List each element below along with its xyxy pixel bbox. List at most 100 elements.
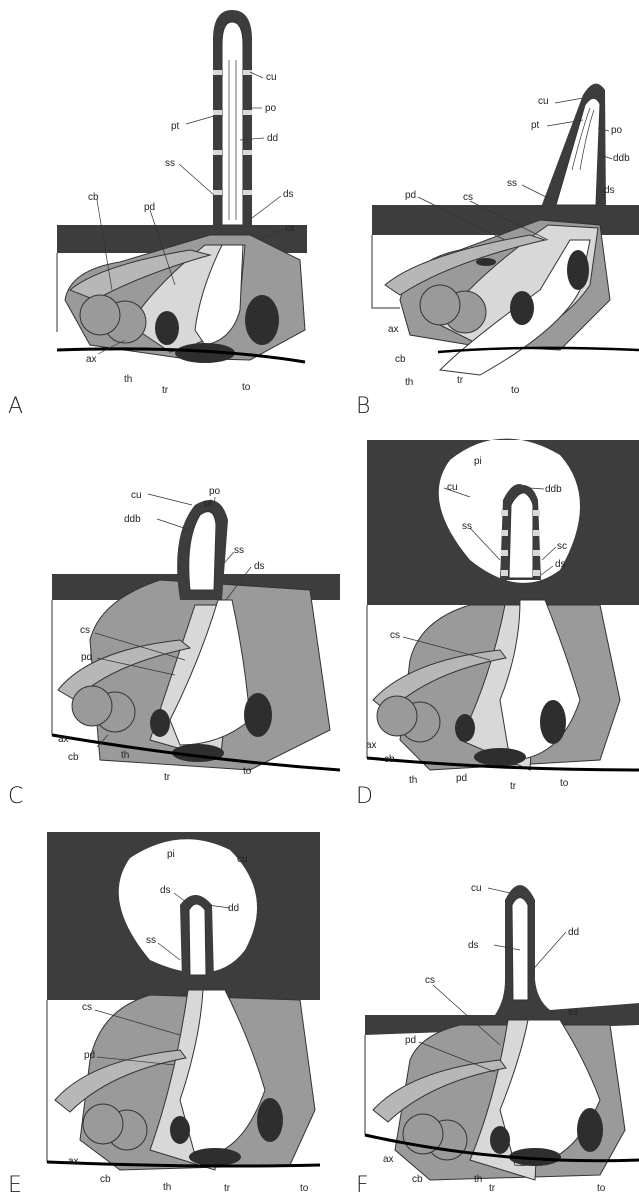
- panel-f: cu dd ds cs ss pd ax cb th tr to F: [356, 883, 639, 1197]
- leader-ds: [252, 196, 281, 218]
- trichogen-nucleus: [189, 1148, 241, 1166]
- label-tr: tr: [510, 781, 517, 792]
- panel-letter-c: C: [8, 784, 23, 809]
- cell-nucleus-small: [476, 258, 496, 266]
- label-ax: ax: [366, 740, 377, 751]
- label-to: to: [560, 778, 569, 789]
- panel-letter-e: E: [8, 1173, 22, 1197]
- label-pd: pd: [84, 1050, 95, 1061]
- thecogen-nucleus: [170, 1116, 190, 1144]
- label-th: th: [409, 775, 417, 786]
- panel-b: cu pt po ddb ss ds pd cs ax cb th tr to …: [356, 84, 639, 419]
- panel-a: cu po dd pt ss ds cs cb pd ax th tr to A: [8, 10, 307, 419]
- cell-body-outer: [377, 696, 417, 736]
- panel-letter-a: A: [8, 394, 23, 419]
- label-to: to: [242, 382, 251, 393]
- label-cu: cu: [237, 854, 248, 865]
- panel-e: pi cu ds dd ss cs pd ax cb th tr to E: [8, 832, 320, 1197]
- label-ds: ds: [468, 940, 479, 951]
- tormogen-nucleus: [257, 1098, 283, 1142]
- cell-body-outer: [420, 285, 460, 325]
- label-cs: cs: [425, 975, 435, 986]
- tormogen-nucleus: [244, 693, 272, 737]
- label-th: th: [121, 750, 129, 761]
- cell-body-outer: [72, 686, 112, 726]
- cuticle-layer: [365, 885, 639, 1035]
- leader-ddb: [530, 488, 544, 489]
- label-cu: cu: [131, 490, 142, 501]
- label-pd: pd: [144, 202, 155, 213]
- label-po: po: [611, 125, 623, 136]
- label-to: to: [300, 1183, 309, 1194]
- label-th: th: [474, 1174, 482, 1185]
- thecogen-nucleus: [455, 714, 475, 742]
- label-po: po: [209, 486, 221, 497]
- label-pi: pi: [167, 849, 175, 860]
- label-ddb: ddb: [545, 484, 562, 495]
- hair-lumen: [509, 493, 533, 578]
- label-dd: dd: [228, 903, 239, 914]
- label-ss: ss: [165, 158, 175, 169]
- label-ds: ds: [555, 559, 566, 570]
- leader-ss: [179, 164, 214, 195]
- label-ax: ax: [58, 734, 69, 745]
- label-cb: cb: [68, 752, 79, 763]
- leader-cu: [555, 98, 583, 103]
- trichogen-nucleus: [474, 748, 526, 766]
- label-cu: cu: [471, 883, 482, 894]
- epidermis-edge: [372, 235, 400, 308]
- label-ss: ss: [462, 521, 472, 532]
- label-ds: ds: [160, 885, 171, 896]
- label-ax: ax: [383, 1154, 394, 1165]
- panel-d: pi cu ddb ss sc ds cs ax cb th pd tr to …: [356, 439, 639, 809]
- label-ddb: ddb: [613, 153, 630, 164]
- label-tr: tr: [489, 1183, 496, 1194]
- label-pt: pt: [531, 120, 540, 131]
- label-tr: tr: [224, 1183, 231, 1194]
- panel-letter-d: D: [356, 784, 373, 809]
- leader-sc: [542, 547, 556, 560]
- label-tr: tr: [164, 772, 171, 783]
- label-cs: cs: [82, 1002, 92, 1013]
- tormogen-nucleus: [577, 1108, 603, 1152]
- thecogen-nucleus: [510, 291, 534, 325]
- label-pt: pt: [171, 121, 180, 132]
- leader-cu: [148, 494, 192, 505]
- label-ss: ss: [568, 1007, 578, 1018]
- label-cb: cb: [412, 1174, 423, 1185]
- label-cs: cs: [80, 625, 90, 636]
- label-th: th: [163, 1182, 171, 1193]
- label-cb: cb: [395, 354, 406, 365]
- tormogen-nucleus: [540, 700, 566, 744]
- leader-ss: [158, 943, 180, 960]
- label-cb: cb: [88, 192, 99, 203]
- label-cb: cb: [100, 1174, 111, 1185]
- label-pd: pd: [456, 773, 467, 784]
- label-th: th: [124, 374, 132, 385]
- leader-pt: [186, 116, 214, 124]
- hair-lumen: [189, 904, 206, 975]
- label-pd: pd: [405, 1035, 416, 1046]
- label-ss: ss: [507, 178, 517, 189]
- label-ds: ds: [254, 561, 265, 572]
- label-ss: ss: [234, 545, 244, 556]
- label-pt: pt: [204, 498, 213, 509]
- label-po: po: [265, 103, 277, 114]
- tormogen-nucleus: [567, 250, 589, 290]
- tormogen-nucleus: [245, 295, 279, 345]
- label-to: to: [243, 766, 252, 777]
- label-to: to: [597, 1183, 606, 1194]
- label-tr: tr: [162, 385, 169, 396]
- label-ss: ss: [146, 935, 156, 946]
- label-ax: ax: [68, 1156, 79, 1167]
- label-th: th: [405, 377, 413, 388]
- label-ddb: ddb: [124, 514, 141, 525]
- thecogen-nucleus: [150, 709, 170, 737]
- label-ds: ds: [604, 185, 615, 196]
- label-dd: dd: [568, 927, 579, 938]
- hair-lumen: [222, 22, 243, 225]
- cell-body-outer: [80, 295, 120, 335]
- label-cu: cu: [447, 482, 458, 493]
